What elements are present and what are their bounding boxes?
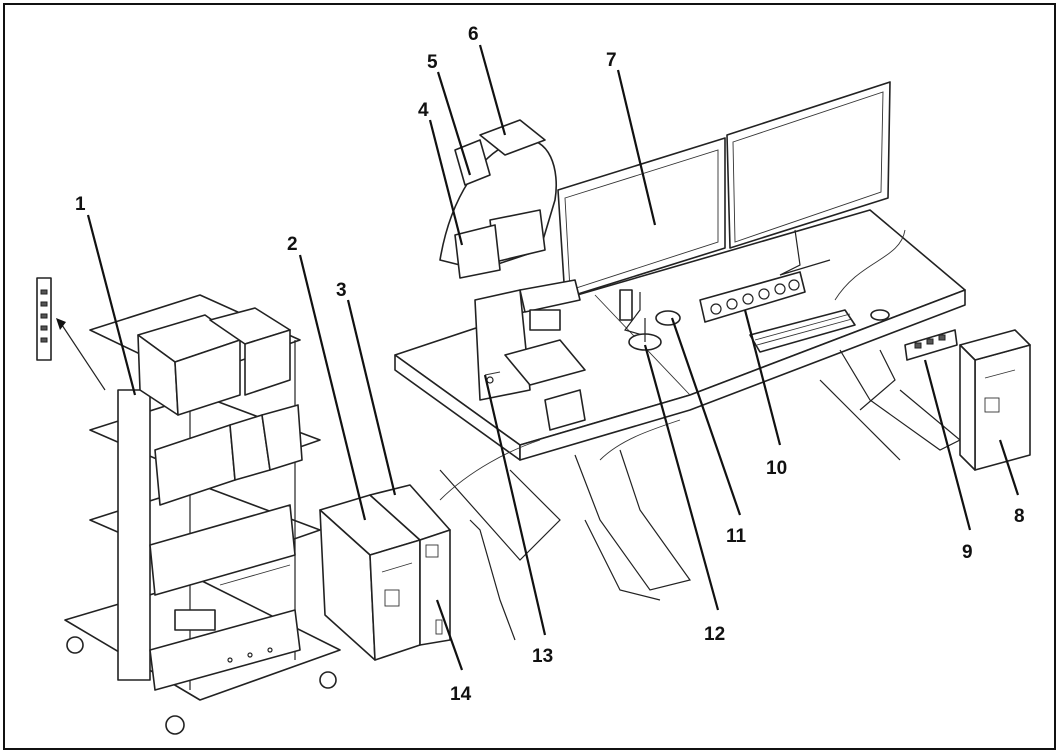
microscope <box>439 119 586 431</box>
cable-bundle <box>439 439 541 501</box>
desk <box>394 209 966 641</box>
leader-lines <box>86 44 1020 671</box>
diagram-frame <box>3 3 1056 750</box>
callout-7: 7 <box>606 50 617 71</box>
keyboard <box>749 309 856 353</box>
power-strip <box>36 277 106 391</box>
callout-13: 13 <box>532 646 553 667</box>
pc-tower-right <box>959 329 1031 471</box>
control-panel <box>699 271 806 323</box>
callout-2: 2 <box>287 234 298 255</box>
pc-tower-2 <box>319 494 421 661</box>
callout-9: 9 <box>962 542 973 563</box>
callout-labels: 1 2 3 4 5 6 7 8 9 10 11 12 13 14 <box>75 24 1025 705</box>
callout-5: 5 <box>427 52 438 73</box>
callout-1: 1 <box>75 194 86 215</box>
pc-tower-14 <box>369 484 451 646</box>
cable-bundle-2 <box>599 419 681 461</box>
dual-monitors <box>557 81 891 341</box>
callout-3: 3 <box>336 280 347 301</box>
callout-6: 6 <box>468 24 479 45</box>
interface-box <box>904 329 958 361</box>
callout-12: 12 <box>704 624 725 645</box>
callout-8: 8 <box>1014 506 1025 527</box>
callout-4: 4 <box>418 100 429 121</box>
cable <box>834 229 906 301</box>
equipment-cart <box>64 294 341 735</box>
callout-10: 10 <box>766 458 787 479</box>
mouse <box>870 309 890 321</box>
callout-14: 14 <box>450 684 472 705</box>
callout-11: 11 <box>726 526 747 547</box>
